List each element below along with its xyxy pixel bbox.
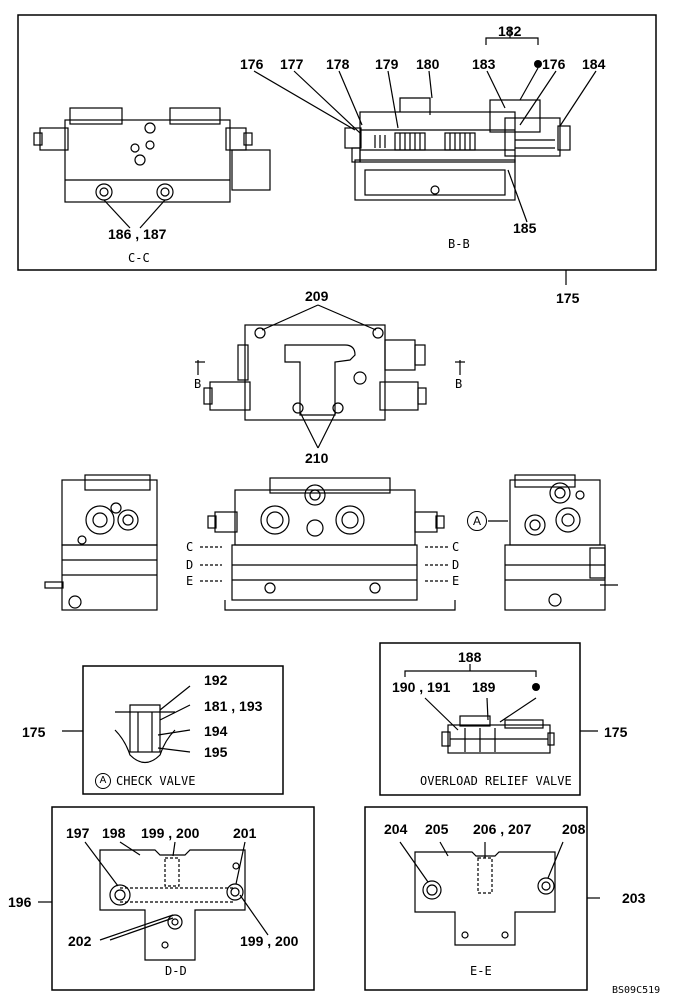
front-view-drawing xyxy=(207,477,456,611)
callout-188: 188 xyxy=(458,649,482,665)
callout-199-200-bottom: 199 , 200 xyxy=(240,933,299,949)
section-marker-b-left: B xyxy=(194,377,202,391)
callout-175-top: 175 xyxy=(556,290,580,306)
bb-section-drawing xyxy=(344,97,571,201)
caption-overload-relief-valve: OVERLOAD RELIEF VALVE xyxy=(420,774,572,788)
section-marker-c-left: C xyxy=(186,540,194,554)
left-side-view-drawing xyxy=(44,474,158,611)
callout-189: 189 xyxy=(472,679,496,695)
caption-check-valve: CHECK VALVE xyxy=(116,774,196,788)
callout-194: 194 xyxy=(204,723,228,739)
bullet-marker-182 xyxy=(534,60,542,68)
overload-relief-frame xyxy=(379,642,581,796)
top-view-drawing xyxy=(195,304,465,449)
callout-199-200-top: 199 , 200 xyxy=(141,825,200,841)
section-marker-b-right: B xyxy=(455,377,463,391)
caption-c-c: C-C xyxy=(128,251,150,265)
callout-205: 205 xyxy=(425,821,449,837)
section-marker-e-left: E xyxy=(186,574,194,588)
cc-section-drawing xyxy=(33,107,271,229)
callout-210: 210 xyxy=(305,450,329,466)
callout-202: 202 xyxy=(68,933,92,949)
callout-208: 208 xyxy=(562,821,586,837)
check-valve-drawing xyxy=(114,685,191,764)
section-marker-d-left: D xyxy=(186,558,194,572)
dd-section-frame xyxy=(51,806,315,991)
ee-section-drawing xyxy=(399,841,564,946)
figure-code: BS09C519 xyxy=(612,985,661,996)
check-valve-frame xyxy=(82,665,284,795)
callout-204: 204 xyxy=(384,821,408,837)
caption-e-e: E-E xyxy=(470,964,492,978)
callout-181-193: 181 , 193 xyxy=(204,698,263,714)
section-marker-c-right: C xyxy=(452,540,460,554)
callout-176-left: 176 xyxy=(240,56,264,72)
section-marker-e-right: E xyxy=(452,574,460,588)
callout-197: 197 xyxy=(66,825,90,841)
right-side-view-drawing xyxy=(504,474,618,611)
callout-198: 198 xyxy=(102,825,126,841)
callout-192: 192 xyxy=(204,672,228,688)
detail-a-marker: A xyxy=(467,511,487,531)
overload-relief-drawing xyxy=(424,697,555,754)
callout-185: 185 xyxy=(513,220,537,236)
callout-190-191: 190 , 191 xyxy=(392,679,451,695)
top-view-frame xyxy=(17,14,657,271)
section-marker-d-right: D xyxy=(452,558,460,572)
callout-196: 196 xyxy=(8,894,32,910)
callout-186-187: 186 , 187 xyxy=(108,226,167,242)
callout-180: 180 xyxy=(416,56,440,72)
callout-177: 177 xyxy=(280,56,304,72)
caption-d-d: D-D xyxy=(165,964,187,978)
callout-182: 182 xyxy=(498,23,522,39)
callout-175-overload: 175 xyxy=(604,724,628,740)
callout-179: 179 xyxy=(375,56,399,72)
callout-184: 184 xyxy=(582,56,606,72)
callout-175-check: 175 xyxy=(22,724,46,740)
detail-a-small-marker: A xyxy=(95,773,111,789)
callout-203: 203 xyxy=(622,890,646,906)
callout-209: 209 xyxy=(305,288,329,304)
callout-178: 178 xyxy=(326,56,350,72)
callout-176-right: 176 xyxy=(542,56,566,72)
caption-b-b: B-B xyxy=(448,237,470,251)
bullet-marker-188 xyxy=(532,683,540,691)
dd-section-drawing xyxy=(84,841,269,961)
callout-183: 183 xyxy=(472,56,496,72)
callout-201: 201 xyxy=(233,825,257,841)
callout-195: 195 xyxy=(204,744,228,760)
callout-206-207: 206 , 207 xyxy=(473,821,532,837)
